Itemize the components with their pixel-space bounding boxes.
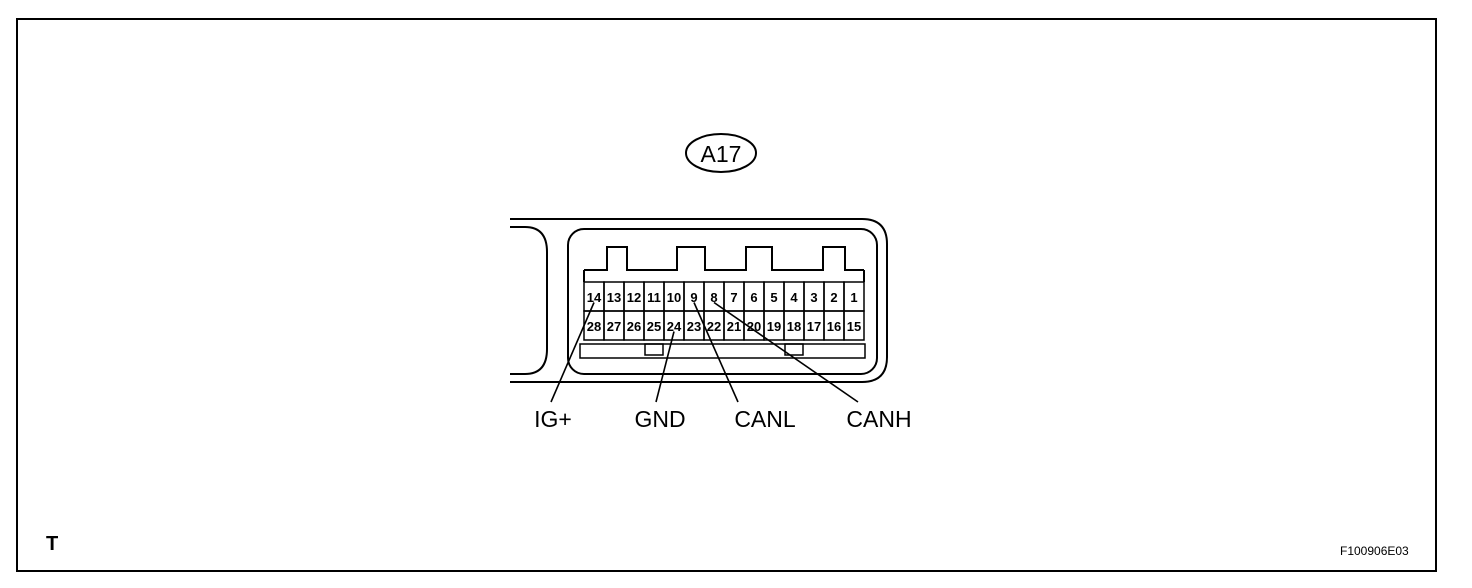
pin-number-9: 9 <box>690 290 697 305</box>
pin-number-19: 19 <box>767 319 781 334</box>
pin-number-23: 23 <box>687 319 701 334</box>
pin-number-21: 21 <box>727 319 741 334</box>
pin-number-7: 7 <box>730 290 737 305</box>
pin-number-22: 22 <box>707 319 721 334</box>
signal-label-canh: CANH <box>846 406 911 432</box>
signal-label-canl: CANL <box>734 406 796 432</box>
pin-number-6: 6 <box>750 290 757 305</box>
pin-cell <box>843 310 865 341</box>
pin-number-27: 27 <box>607 319 621 334</box>
connector-bottom-strip <box>579 343 866 359</box>
pin-number-3: 3 <box>810 290 817 305</box>
connector-lock-slot <box>784 343 804 356</box>
pin-number-17: 17 <box>807 319 821 334</box>
pin-number-25: 25 <box>647 319 661 334</box>
pin-number-11: 11 <box>647 290 661 305</box>
leader-line-8 <box>713 301 859 403</box>
connector-face <box>567 228 878 375</box>
pin-number-26: 26 <box>627 319 641 334</box>
connector-lock-slot <box>644 343 664 356</box>
pin-number-14: 14 <box>587 290 602 305</box>
connector-key-profile <box>584 246 864 271</box>
pin-number-28: 28 <box>587 319 601 334</box>
diagram-frame <box>16 18 1437 572</box>
connector-housing <box>510 218 888 383</box>
connector-id-ellipse <box>685 133 757 173</box>
pin-number-12: 12 <box>627 290 641 305</box>
pin-number-24: 24 <box>667 319 682 334</box>
connector-latch <box>510 226 548 375</box>
pin-number-13: 13 <box>607 290 621 305</box>
pin-number-5: 5 <box>770 290 777 305</box>
pin-number-15: 15 <box>847 319 861 334</box>
pin-number-2: 2 <box>830 290 837 305</box>
leader-lines <box>550 301 859 403</box>
pin-number-18: 18 <box>787 319 801 334</box>
pin-number-1: 1 <box>850 290 857 305</box>
figure-code: F100906E03 <box>1340 544 1409 558</box>
leader-line-14 <box>550 302 595 403</box>
corner-letter: T <box>46 533 59 555</box>
pin-number-4: 4 <box>790 290 798 305</box>
signal-label-gnd: GND <box>634 406 685 432</box>
pin-number-10: 10 <box>667 290 681 305</box>
leader-line-9 <box>693 302 739 403</box>
leader-line-24 <box>655 331 675 403</box>
connector-id-label: A17 <box>701 141 742 167</box>
pin-number-16: 16 <box>827 319 841 334</box>
signal-label-ig-plus: IG+ <box>534 406 572 432</box>
pin-number-20: 20 <box>747 319 761 334</box>
pin-number-8: 8 <box>710 290 717 305</box>
